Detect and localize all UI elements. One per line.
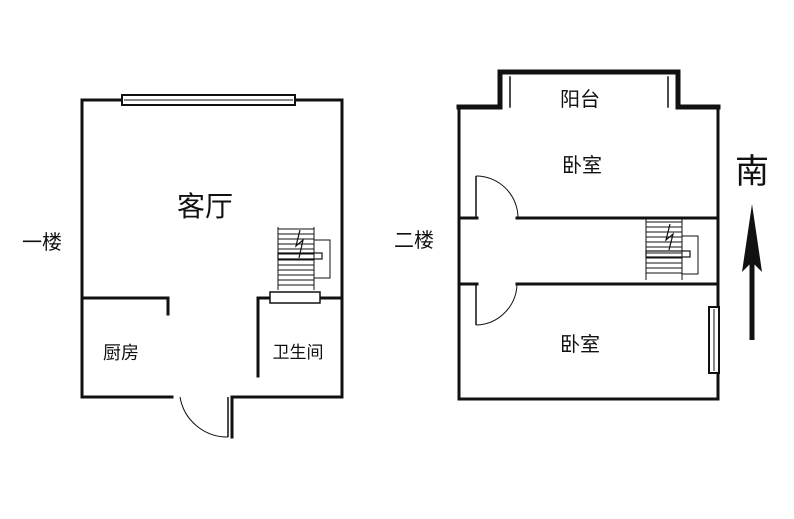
entrance-door <box>179 396 229 438</box>
floor-2-outer-walls <box>457 105 720 401</box>
balcony-wall <box>456 69 721 110</box>
bathroom-wall <box>256 296 344 378</box>
kitchen-label: 厨房 <box>103 343 139 364</box>
bathroom-label: 卫生间 <box>273 343 324 363</box>
staircase-floor-2 <box>645 218 699 280</box>
bedroom-door-north <box>475 175 519 219</box>
bedroom-north-label: 卧室 <box>562 153 602 177</box>
compass-label: 南 <box>735 152 769 192</box>
floor-2-label: 二楼 <box>394 228 434 252</box>
floor-1-plan: 客厅 厨房 卫生间 一楼 <box>22 94 344 439</box>
floor-1-label: 一楼 <box>22 230 62 254</box>
balcony-label: 阳台 <box>560 87 600 111</box>
kitchen-wall <box>80 296 170 316</box>
arrow-up-icon <box>742 204 762 340</box>
compass: 南 <box>735 152 769 340</box>
staircase-floor-1 <box>269 227 331 304</box>
bedroom-door-south <box>475 283 518 326</box>
balcony-rail <box>509 76 669 108</box>
floor-2-plan: 阳台 卧室 卧室 二楼 <box>394 69 721 401</box>
bedroom-south-label: 卧室 <box>560 332 600 356</box>
living-room-window <box>121 94 296 106</box>
living-room-label: 客厅 <box>177 190 233 223</box>
bedroom-window <box>708 306 720 374</box>
